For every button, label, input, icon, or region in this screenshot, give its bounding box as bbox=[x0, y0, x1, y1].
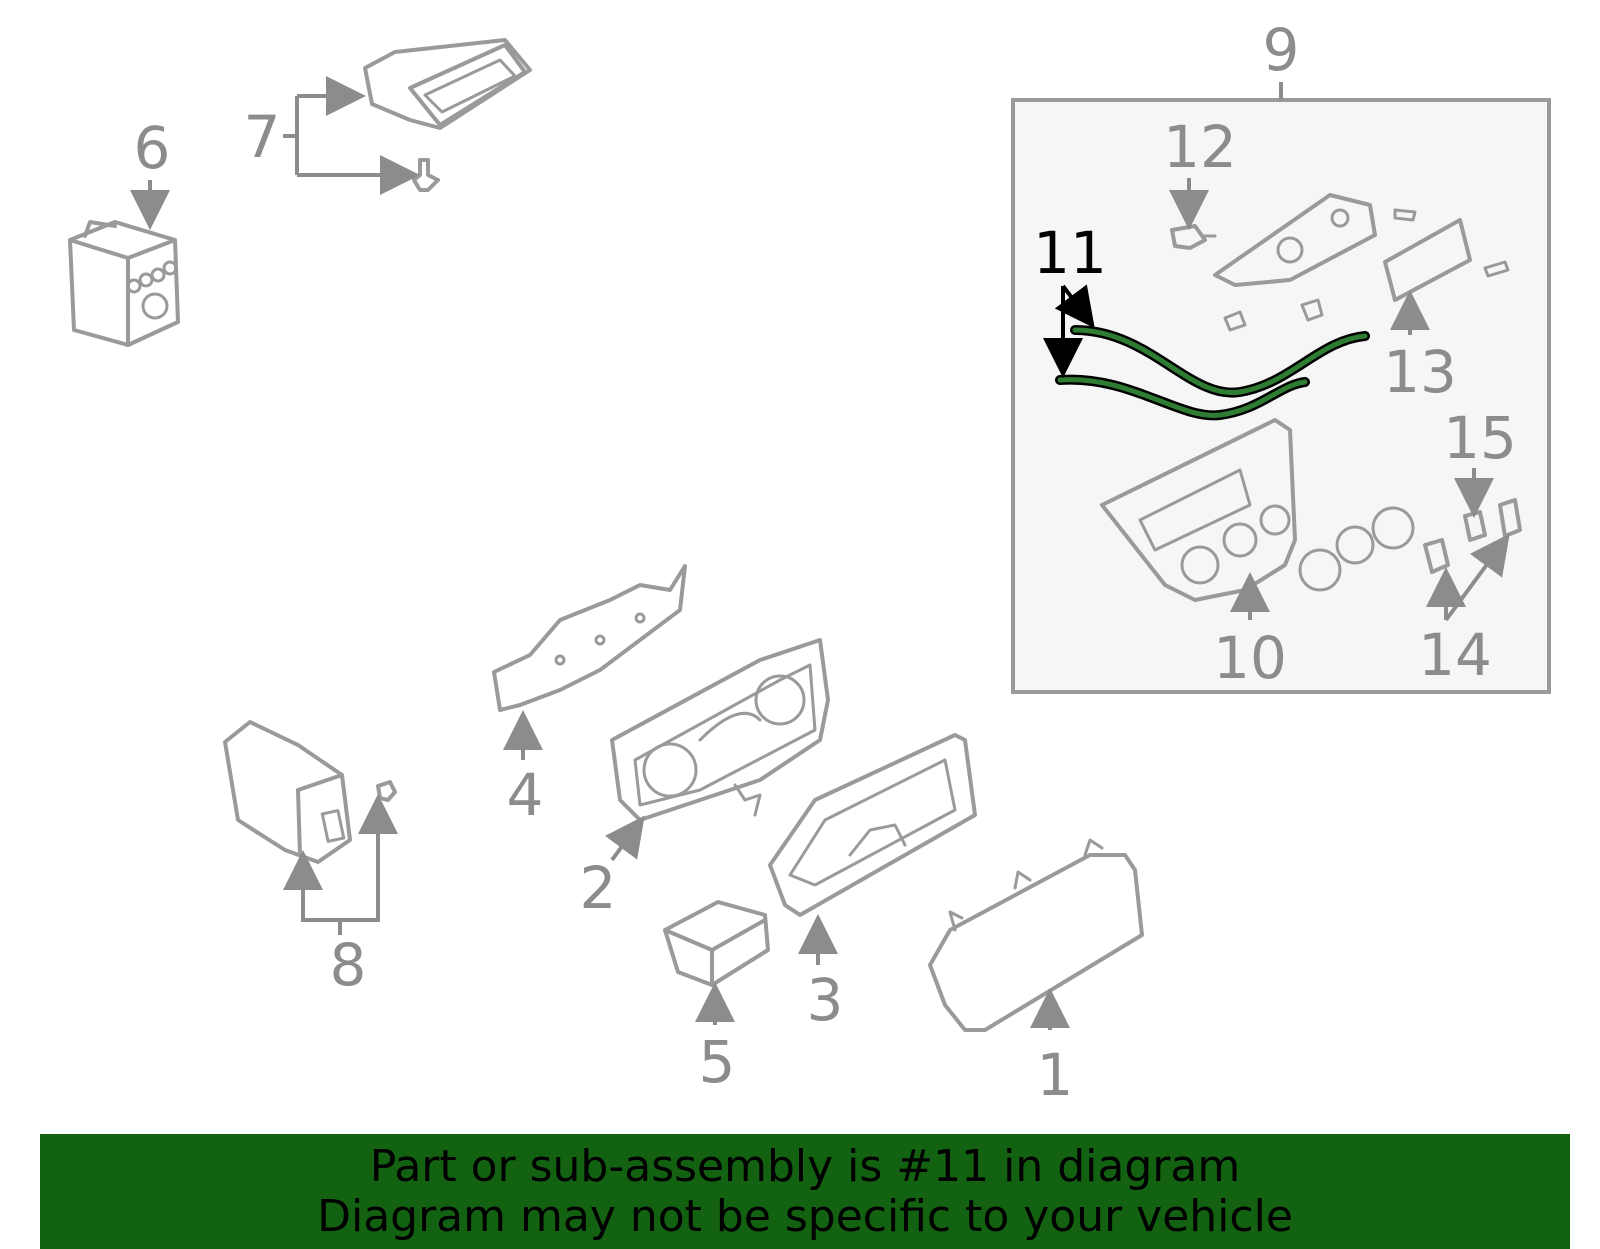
part-4-circuit[interactable] bbox=[492, 564, 687, 760]
part-11-cables[interactable] bbox=[1043, 284, 1370, 421]
part-14-knobs[interactable] bbox=[1423, 498, 1522, 622]
callout-14: 14 bbox=[1418, 621, 1492, 689]
callout-7: 7 bbox=[244, 103, 281, 171]
part-1-lens[interactable] bbox=[928, 838, 1144, 1032]
callout-11: 11 bbox=[1033, 219, 1107, 287]
callout-9: 9 bbox=[1263, 16, 1300, 84]
part-10-bezel[interactable] bbox=[1100, 418, 1415, 620]
callout-15: 15 bbox=[1443, 404, 1517, 472]
part-6-module[interactable] bbox=[68, 180, 180, 347]
callout-4: 4 bbox=[507, 761, 544, 829]
part-13-panel[interactable] bbox=[1383, 218, 1510, 335]
callout-5: 5 bbox=[699, 1028, 736, 1096]
part-5-switch[interactable] bbox=[663, 900, 770, 1025]
part-8-switch[interactable] bbox=[223, 720, 398, 935]
callout-12: 12 bbox=[1163, 113, 1237, 181]
banner-line-2: Diagram may not be specific to your vehi… bbox=[317, 1191, 1293, 1242]
callout-10: 10 bbox=[1213, 624, 1287, 692]
control-head-body bbox=[1213, 193, 1417, 332]
callout-2: 2 bbox=[580, 854, 617, 922]
part-12-knob[interactable] bbox=[1169, 178, 1217, 250]
part-2-cluster[interactable] bbox=[604, 638, 830, 862]
part-15-knob[interactable] bbox=[1454, 468, 1494, 542]
part-3-housing[interactable] bbox=[768, 733, 977, 965]
callout-6: 6 bbox=[134, 114, 171, 182]
callout-3: 3 bbox=[807, 966, 844, 1034]
info-banner: Part or sub-assembly is #11 in diagram D… bbox=[40, 1134, 1570, 1249]
callout-13: 13 bbox=[1383, 338, 1457, 406]
part-7-vent[interactable] bbox=[283, 38, 532, 195]
callout-8: 8 bbox=[330, 931, 367, 999]
banner-line-1: Part or sub-assembly is #11 in diagram bbox=[369, 1141, 1241, 1192]
callout-1: 1 bbox=[1037, 1041, 1074, 1109]
